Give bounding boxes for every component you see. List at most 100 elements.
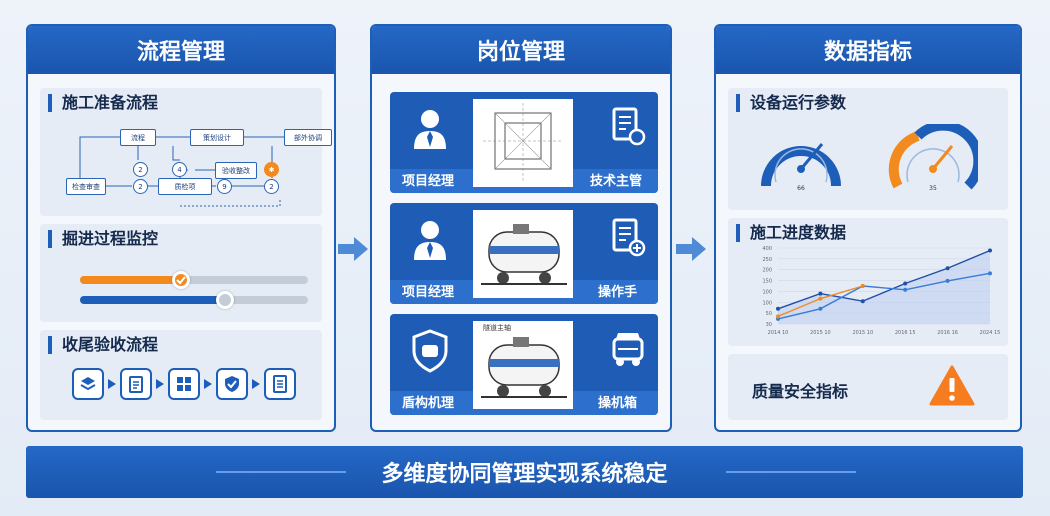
flow-step-2a: 2: [133, 162, 148, 177]
flow-step-2b: 2: [133, 179, 148, 194]
flow-step-orange: ✱: [264, 162, 279, 177]
document-add-icon: [612, 218, 646, 257]
clipboard-icon: [120, 368, 152, 400]
post-left-label: 项目经理: [402, 174, 455, 189]
flow-node-check: 检查审查: [66, 178, 106, 195]
process-panel-title: 流程管理: [28, 26, 334, 74]
check-icon: [176, 276, 186, 285]
flow-node-design: 策划设计: [190, 129, 244, 146]
post-left-label: 盾构机理: [402, 396, 455, 411]
acceptance-title: 收尾验收流程: [48, 336, 158, 354]
x-tick-label: 2015 10: [810, 330, 831, 336]
post-card-3[interactable]: 隧道主轴 盾构机理 操机箱: [390, 314, 658, 415]
y-tick-label: 100: [762, 300, 772, 306]
arrow-right-icon: [252, 379, 260, 389]
document-list-icon: [264, 368, 296, 400]
process-panel: 流程管理 施工准备流程: [26, 24, 336, 432]
post-right-label: 技术主管: [590, 174, 643, 189]
prep-flow-section: 施工准备流程 流程 策划设计: [40, 88, 332, 216]
progress-knob-1[interactable]: [172, 271, 190, 289]
series-point: [903, 281, 908, 286]
series-point: [818, 306, 823, 311]
series-line: [777, 272, 991, 320]
flow-node-qc: 质检项: [158, 178, 212, 195]
series-point: [860, 284, 865, 288]
series-point: [818, 291, 823, 296]
progress-knob-2[interactable]: [216, 291, 234, 309]
metrics-panel-title: 数据指标: [716, 26, 1020, 74]
footer-text: 多维度协同管理实现系统稳定: [381, 462, 668, 487]
y-tick-label: 50: [766, 311, 772, 317]
post-left-label: 项目经理: [402, 285, 455, 300]
progress-fill-2: [80, 296, 224, 304]
gauge-1-label: 66: [797, 185, 805, 192]
acceptance-section: 收尾验收流程: [40, 330, 322, 420]
y-tick-label: 100: [762, 289, 772, 295]
post-card-1[interactable]: 项目经理 技术主管: [390, 92, 658, 193]
gauge-2-label: 35: [929, 185, 937, 192]
y-tick-label: 200: [762, 268, 772, 274]
footer-line-right: [726, 471, 856, 473]
arrow-right-icon: [338, 237, 368, 261]
y-tick-label: 400: [762, 246, 772, 252]
x-tick-label: 2016 16: [937, 330, 958, 336]
x-tick-label: 2015 10: [852, 330, 873, 336]
arrow-right-icon: [108, 379, 116, 389]
series-point: [945, 278, 950, 283]
person-icon: [414, 221, 446, 260]
x-tick-label: 2024 15: [980, 330, 1001, 336]
blueprint-drawing: [483, 103, 563, 183]
blueprint-image: [473, 99, 573, 187]
flow-step-4: 4: [172, 162, 187, 177]
position-panel-title: 岗位管理: [372, 26, 670, 74]
y-tick-label: 250: [762, 257, 772, 263]
series-point: [945, 266, 950, 271]
position-panel: 岗位管理 项目经理 技术主管: [370, 24, 672, 432]
flow-node-coord: 部外协调: [284, 129, 332, 146]
series-point: [988, 271, 992, 276]
shield-badge-icon: [412, 329, 448, 373]
post-right-label: 操机箱: [598, 396, 638, 411]
x-tick-label: 2016 15: [895, 330, 916, 336]
equipment-section: 设备运行参数 66 35: [728, 88, 1008, 210]
vehicle-icon: [612, 333, 644, 366]
footer-banner: 多维度协同管理实现系统稳定: [26, 446, 1023, 498]
progress-track-1: [80, 271, 308, 289]
arrow-right-icon: [156, 379, 164, 389]
layers-icon: [72, 368, 104, 400]
progress-track-2: [80, 291, 308, 309]
series-line: [777, 249, 991, 310]
shield-check-icon: [216, 368, 248, 400]
gauge-2: 35: [888, 124, 978, 192]
warning-icon: [929, 365, 975, 406]
prep-flow-title: 施工准备流程: [48, 94, 158, 112]
image-caption: 隧道主轴: [483, 324, 511, 332]
monitor-section: 掘进过程监控: [40, 224, 322, 322]
monitor-title: 掘进过程监控: [48, 230, 158, 248]
tbm-drawing: [481, 337, 567, 398]
person-icon: [414, 110, 446, 149]
post-right-label: 操作手: [598, 285, 638, 300]
progress-data-title: 施工进度数据: [736, 224, 846, 242]
footer-line-left: [216, 471, 346, 473]
flow-connectors: [79, 136, 284, 207]
metrics-panel: 数据指标 设备运行参数 66 35 施工进度数据 400 250 200 150 100…: [714, 24, 1022, 432]
y-tick-label: 150: [762, 279, 772, 285]
tech-document-icon: [612, 107, 646, 146]
progress-fill-1: [80, 276, 181, 284]
series-point: [818, 296, 823, 301]
arrow-right-icon: [204, 379, 212, 389]
x-tick-label: 2014 10: [768, 330, 789, 336]
flow-node-rectify: 验收整改: [215, 162, 257, 179]
post-card-2[interactable]: 项目经理 操作手: [390, 203, 658, 304]
grid-icon: [168, 368, 200, 400]
machine-image: 隧道主轴: [473, 321, 573, 409]
gauge-1: 66: [761, 143, 841, 192]
series-point: [776, 314, 780, 319]
quality-section: 质量安全指标: [728, 354, 1008, 420]
series-point: [988, 248, 992, 253]
series-point: [776, 306, 780, 311]
equipment-title: 设备运行参数: [736, 94, 846, 112]
